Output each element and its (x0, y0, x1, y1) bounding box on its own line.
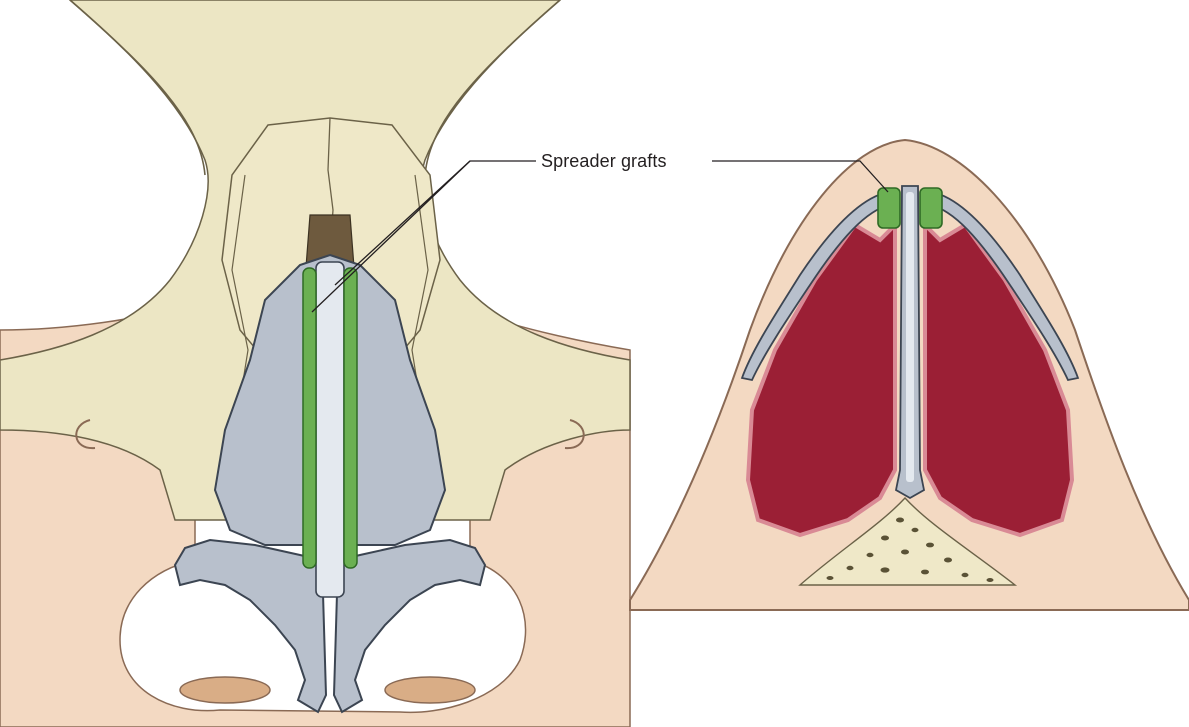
right-spreader-graft-frontal (344, 268, 357, 568)
right-nostril (385, 677, 475, 703)
frontal-nose-view (0, 0, 630, 727)
right-spreader-graft-section (920, 188, 942, 228)
left-spreader-graft-frontal (303, 268, 316, 568)
right-nasal-airway (925, 225, 1072, 535)
spreader-grafts-label: Spreader grafts (541, 150, 667, 172)
left-nostril (180, 677, 270, 703)
left-nasal-airway (748, 225, 895, 535)
septum-highlight (906, 192, 914, 482)
left-spreader-graft-section (878, 188, 900, 228)
dorsal-septum (316, 262, 344, 597)
cross-section-view (630, 140, 1189, 610)
